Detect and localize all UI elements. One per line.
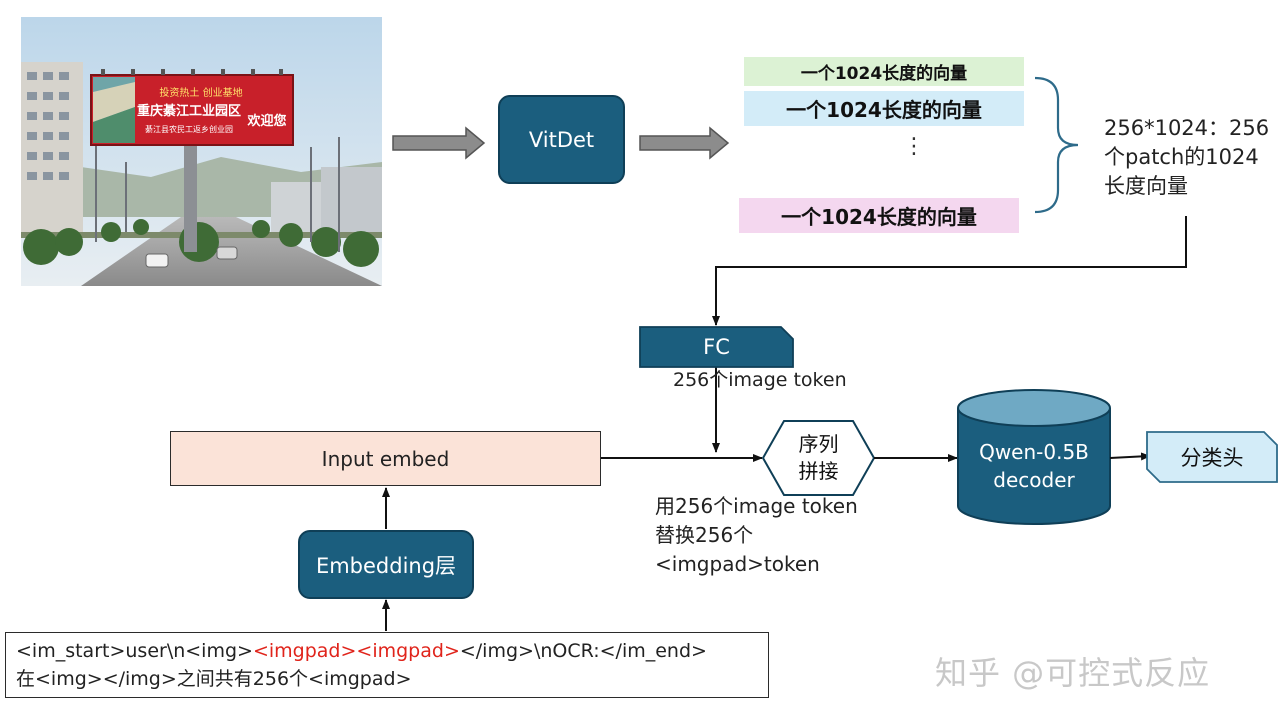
qwen-label-line-1: Qwen-0.5B (979, 440, 1089, 464)
vector-ellipsis: ⋮ (903, 134, 925, 159)
replace-note-line-1: 用256个image token (655, 494, 858, 518)
qwen-node: Qwen-0.5B decoder (958, 434, 1110, 498)
qwen-cylinder-body (957, 408, 1111, 525)
vector-row-3: 一个1024长度的向量 (739, 198, 1019, 233)
cls-head-node: 分类头 (1147, 432, 1277, 482)
prompt-imgpad-2: <imgpad> (356, 640, 460, 662)
curly-brace (1034, 76, 1079, 214)
concat-hexagon (761, 420, 876, 496)
vector-row-2: 一个1024长度的向量 (744, 91, 1024, 126)
vitdet-node: VitDet (498, 95, 625, 184)
cls-head-shape (1146, 431, 1278, 483)
prompt-box: <im_start>user\n<img><imgpad><imgpad></i… (5, 632, 769, 698)
qwen-cylinder-top (957, 389, 1111, 427)
input-embed-label: Input embed (321, 446, 450, 471)
billboard-welcome: 欢迎您 (246, 113, 286, 129)
brace-note-line-3: 长度向量 (1104, 174, 1188, 198)
block-arrow-vitdet-to-vectors (639, 126, 730, 160)
billboard-photo: 投资热土 创业基地 重庆綦江工业园区 綦江县农民工返乡创业园 欢迎您 (21, 17, 382, 286)
replace-note: 用256个image token 替换256个 <imgpad>token (655, 492, 858, 579)
concat-label-line-1: 序列 (798, 432, 839, 456)
vector-label-1: 一个1024长度的向量 (800, 64, 968, 84)
concat-label-line-2: 拼接 (798, 459, 839, 483)
replace-note-line-2: 替换256个 (655, 523, 754, 547)
input-embed-node: Input embed (170, 431, 601, 486)
concat-node: 序列 拼接 (763, 428, 874, 488)
fc-node: FC (640, 327, 793, 367)
embedding-layer-node: Embedding层 (298, 530, 474, 599)
billboard-line2: 綦江县农民工返乡创业园 (145, 124, 233, 134)
billboard-illustration: 投资热土 创业基地 重庆綦江工业园区 綦江县农民工返乡创业园 欢迎您 (21, 17, 382, 286)
embedding-label: Embedding层 (315, 553, 457, 578)
cls-head-label: 分类头 (1180, 446, 1244, 470)
billboard-line1: 重庆綦江工业园区 (137, 103, 241, 119)
vitdet-label: VitDet (528, 127, 595, 152)
watermark: 知乎 @可控式反应 (935, 654, 1211, 692)
vector-label-3: 一个1024长度的向量 (781, 205, 977, 229)
replace-note-line-3: <imgpad>token (655, 552, 820, 576)
brace-note-line-2: 个patch的1024 (1104, 145, 1259, 169)
vector-label-2: 一个1024长度的向量 (786, 98, 982, 122)
image-token-note: 256个image token (673, 369, 847, 391)
fc-shape (639, 326, 794, 368)
block-arrow-image-to-vitdet (392, 126, 486, 160)
prompt-line-1: <im_start>user\n<img><imgpad><imgpad></i… (16, 637, 758, 665)
qwen-label-line-2: decoder (993, 468, 1075, 492)
fc-label: FC (703, 335, 730, 359)
prompt-line-2: 在<img></img>之间共有256个<imgpad> (16, 668, 412, 690)
prompt-suffix: </img>\nOCR:</im_end> (459, 640, 707, 662)
line-qwen-to-head (1109, 452, 1151, 461)
vector-row-1: 一个1024长度的向量 (744, 57, 1024, 86)
prompt-imgpad-1: <imgpad> (252, 640, 357, 662)
brace-note-line-1: 256*1024：256 (1104, 116, 1270, 140)
line-vectors-to-fc (712, 216, 1187, 326)
brace-note: 256*1024：256 个patch的1024 长度向量 (1104, 114, 1269, 201)
billboard-slogan: 投资热土 创业基地 (159, 86, 242, 99)
prompt-prefix: <im_start>user\n<img> (16, 640, 253, 662)
